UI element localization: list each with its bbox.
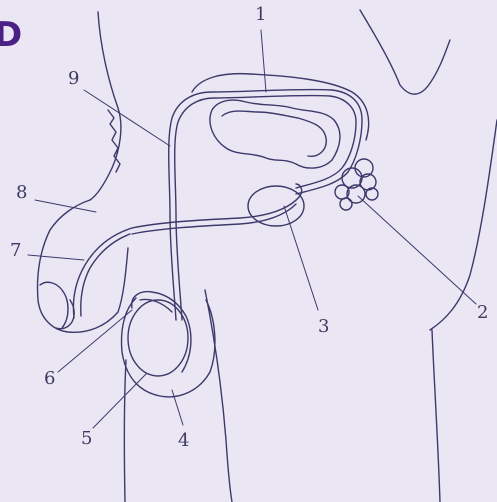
label-6: 6 [44, 370, 55, 388]
leader-lines [28, 30, 476, 428]
vas-deferens-inner [175, 95, 356, 320]
prostate [248, 186, 304, 226]
label-8: 8 [16, 184, 27, 202]
seminal-vesicle-inner [222, 111, 326, 156]
bulbourethral-gland [335, 159, 378, 210]
label-4: 4 [178, 432, 189, 450]
bladder-outline [192, 74, 369, 140]
buttock-outline [360, 10, 450, 94]
thigh-front-outline [205, 290, 232, 502]
testis [128, 300, 188, 376]
label-7: 7 [10, 242, 21, 260]
label-3: 3 [318, 318, 329, 336]
seminal-vesicle [210, 100, 340, 168]
panel-letter: D [0, 18, 22, 52]
inner-leg-outline [124, 360, 126, 502]
ejaculatory-duct [132, 184, 302, 228]
urethra-inner [81, 234, 130, 316]
penis-outline [38, 200, 129, 332]
glans-outline [40, 282, 68, 328]
label-2: 2 [477, 304, 488, 322]
vas-deferens [169, 89, 362, 320]
label-9: 9 [68, 70, 79, 88]
back-outline [430, 120, 497, 330]
thigh-back-outline [432, 330, 440, 502]
label-5: 5 [81, 430, 92, 448]
label-1: 1 [255, 6, 266, 24]
urethra [73, 228, 132, 318]
